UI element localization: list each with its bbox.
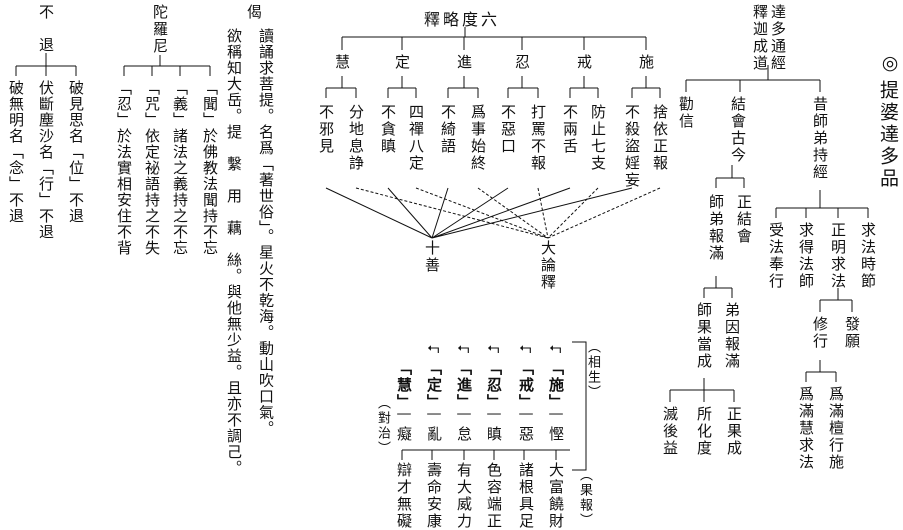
- dash-3: —: [485, 404, 503, 424]
- label-dalunshi: 大論釋: [539, 240, 557, 291]
- node-datuotongjing: 達多通經: [769, 4, 787, 72]
- node-suohuadu: 所化度: [695, 406, 713, 457]
- ji-line-1: 讀誦求菩提。名爲「著世俗」。星火不乾海。動山吹口氣。: [257, 28, 275, 437]
- tuoluoni-line-4: 「忍」於法實相安住不背: [115, 80, 133, 256]
- label-xiangsheng: （相生）: [585, 340, 600, 400]
- node-shidibaoman: 師弟報滿: [707, 194, 725, 262]
- pair-shi: 「施」: [547, 360, 565, 411]
- sub-ren-b: 不惡口: [499, 104, 517, 155]
- tuoluoni-heading: 陀羅尼: [151, 4, 169, 55]
- butui-line-2: 伏斷塵沙名「行」不退: [37, 80, 55, 240]
- liudu-title: 釋略度六: [424, 10, 501, 29]
- butui-heading: 不退: [37, 4, 55, 70]
- pair-jie: 「戒」: [517, 360, 535, 411]
- label-guobao: （果報）: [577, 468, 592, 528]
- node-xiuxing: 修行: [811, 316, 829, 350]
- sub-jin-b: 不綺語: [439, 104, 457, 155]
- sub-shi-b: 不殺盜婬妄: [623, 104, 641, 189]
- tuoluoni-line-2: 「義」諸法之義持之不忘: [171, 80, 189, 256]
- sub-ding-b: 不貪瞋: [379, 104, 397, 155]
- opp-luan: 亂: [425, 426, 443, 443]
- node-shijiachengdao: 釋迦成道: [751, 4, 769, 72]
- tuoluoni-line-1: 「聞」於佛教法聞持不忘: [201, 80, 219, 256]
- node-zhengjiehui: 正結會: [735, 194, 753, 245]
- tuoluoni-line-3: 「咒」依定祕語持之不失: [143, 80, 161, 256]
- node-zhengguocheng: 正果成: [725, 406, 743, 457]
- sub-jie-b: 不兩舌: [561, 104, 579, 155]
- arrow-5: ⮢: [425, 340, 443, 357]
- opp-chi: 癡: [395, 426, 413, 443]
- node-miehouyi: 滅後益: [661, 406, 679, 457]
- sub-jie-a: 防止七支: [589, 104, 607, 172]
- node-huiqiufa: 爲滿慧求法: [797, 386, 815, 471]
- dash-5: —: [425, 404, 443, 424]
- fruit-2: 諸根具足: [517, 462, 535, 530]
- du-jin: 進: [455, 54, 473, 71]
- pair-hui: 「慧」: [395, 360, 413, 411]
- du-hui: 慧: [333, 54, 351, 71]
- sub-ding-a: 四禪八定: [407, 104, 425, 172]
- sub-hui-a: 分地息諍: [347, 104, 365, 172]
- dash-1: —: [547, 404, 565, 424]
- page-title: 提婆達多品: [877, 80, 899, 190]
- dash-6: —: [395, 404, 413, 424]
- pair-jin: 「進」: [455, 360, 473, 411]
- arrow-2: ⮢: [517, 340, 535, 357]
- sub-shi-a: 捨依正報: [651, 104, 669, 172]
- butui-line-1: 破見思名「位」不退: [67, 80, 85, 224]
- arrow-3: ⮢: [485, 340, 503, 357]
- node-jiehuiguojin: 結會古今: [729, 96, 747, 164]
- node-fayuan: 發願: [843, 316, 861, 350]
- node-qiudefashi: 求得法師: [797, 222, 815, 290]
- du-ren: 忍: [513, 54, 531, 71]
- node-qiufashijie: 求法時節: [859, 222, 877, 290]
- opp-e: 惡: [517, 426, 535, 443]
- fruit-6: 辯才無礙: [395, 462, 413, 530]
- du-shi: 施: [637, 54, 655, 71]
- node-tanxingshi: 爲滿檀行施: [827, 386, 845, 471]
- dash-4: —: [455, 404, 473, 424]
- node-xishidichijing: 昔師弟持經: [811, 96, 829, 181]
- arrow-1: ⮢: [547, 340, 565, 357]
- dash-2: —: [517, 404, 535, 424]
- label-shishan: 十善: [423, 240, 441, 274]
- node-shoufafengxing: 受法奉行: [767, 222, 785, 290]
- du-ding: 定: [393, 54, 411, 71]
- sub-ren-a: 打罵不報: [529, 104, 547, 172]
- fruit-1: 大富饒財: [547, 462, 565, 530]
- arrow-4: ⮢: [455, 340, 473, 357]
- label-duizhi: （對治）: [375, 396, 390, 456]
- node-shiguodangcheng: 師果當成: [695, 302, 713, 370]
- fruit-4: 有大威力: [455, 462, 473, 530]
- opp-qian: 慳: [547, 426, 565, 443]
- node-zhengmingqiufa: 正明求法: [829, 222, 847, 290]
- pair-ding: 「定」: [425, 360, 443, 411]
- opp-chen: 瞋: [485, 426, 503, 443]
- opp-dai: 怠: [455, 426, 473, 443]
- sub-jin-a: 爲事始終: [469, 104, 487, 172]
- ji-line-2: 欲稱知大岳。提 繫 用 藕 絲。與他無少益。且亦不調己。: [225, 28, 243, 476]
- node-quanxin: 勸信: [677, 96, 695, 130]
- du-jie: 戒: [575, 54, 593, 71]
- title-mark: ◎: [879, 52, 901, 77]
- fruit-5: 壽命安康: [425, 462, 443, 530]
- sub-hui-b: 不邪見: [317, 104, 335, 155]
- fruit-3: 色容端正: [485, 462, 503, 530]
- ji-heading: 偈: [245, 4, 263, 21]
- pair-ren: 「忍」: [485, 360, 503, 411]
- butui-line-3: 破無明名「念」不退: [7, 80, 25, 224]
- node-diyinbaoman: 弟因報滿: [723, 302, 741, 370]
